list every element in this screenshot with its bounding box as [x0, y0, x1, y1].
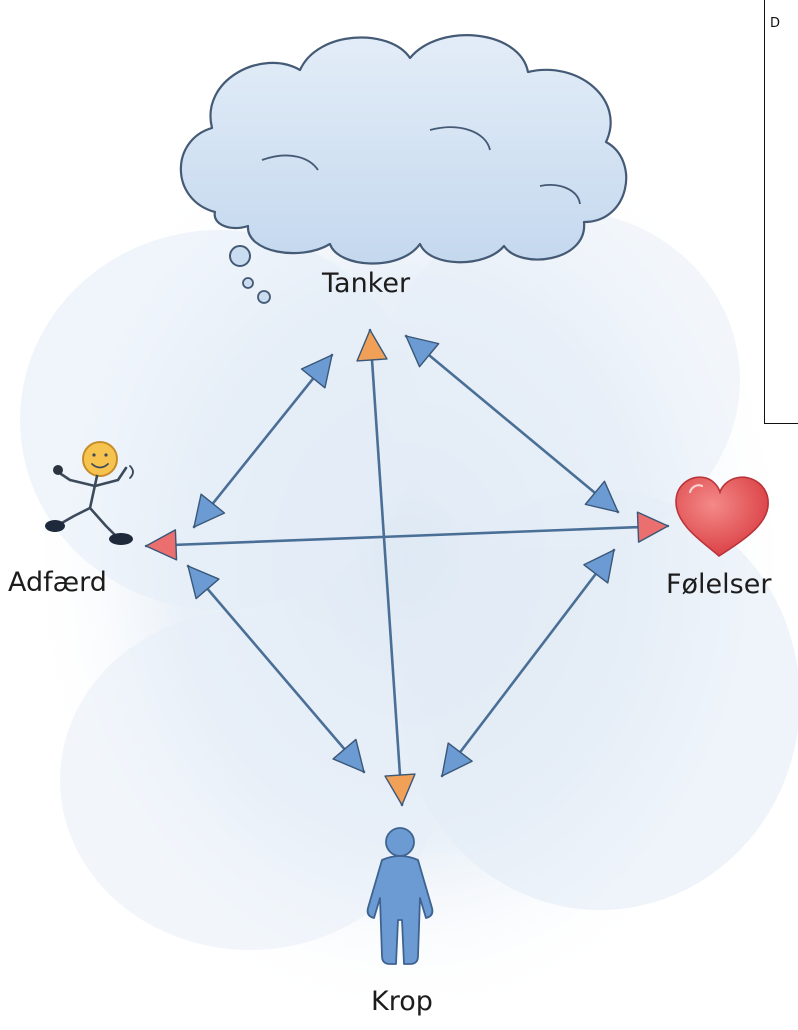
background-watercolor — [20, 90, 798, 1030]
arrowhead — [405, 335, 440, 368]
node-label-folelser: Følelser — [666, 569, 772, 600]
node-label-tanker: Tanker — [322, 268, 411, 299]
node-label-adfaerd: Adfærd — [8, 567, 107, 598]
arrowheads-layer — [145, 329, 669, 806]
arrowhead — [145, 529, 178, 561]
edge-line — [404, 334, 620, 514]
arrowhead — [384, 773, 416, 806]
edge-line — [368, 328, 404, 807]
edge-line — [192, 353, 334, 529]
arrowhead — [441, 742, 473, 777]
thought-cloud-icon — [179, 34, 628, 304]
edge-line — [186, 564, 366, 774]
arrowhead — [187, 565, 220, 600]
person-body-icon — [366, 827, 434, 965]
arrowhead — [193, 493, 226, 528]
corner-text-box: D — [764, 0, 798, 424]
heart-icon — [675, 476, 769, 558]
corner-box-text: D — [770, 16, 781, 31]
edge-line — [144, 524, 670, 548]
arrowhead — [356, 329, 388, 362]
running-stick-figure-icon — [45, 441, 134, 545]
arrowhead — [300, 354, 333, 389]
edge-line — [440, 548, 616, 778]
arrowhead — [636, 511, 669, 543]
arrowhead — [583, 549, 615, 584]
node-label-krop: Krop — [371, 986, 433, 1017]
arrowhead — [584, 480, 619, 513]
arrowhead — [332, 738, 365, 773]
edges-layer — [144, 328, 670, 807]
